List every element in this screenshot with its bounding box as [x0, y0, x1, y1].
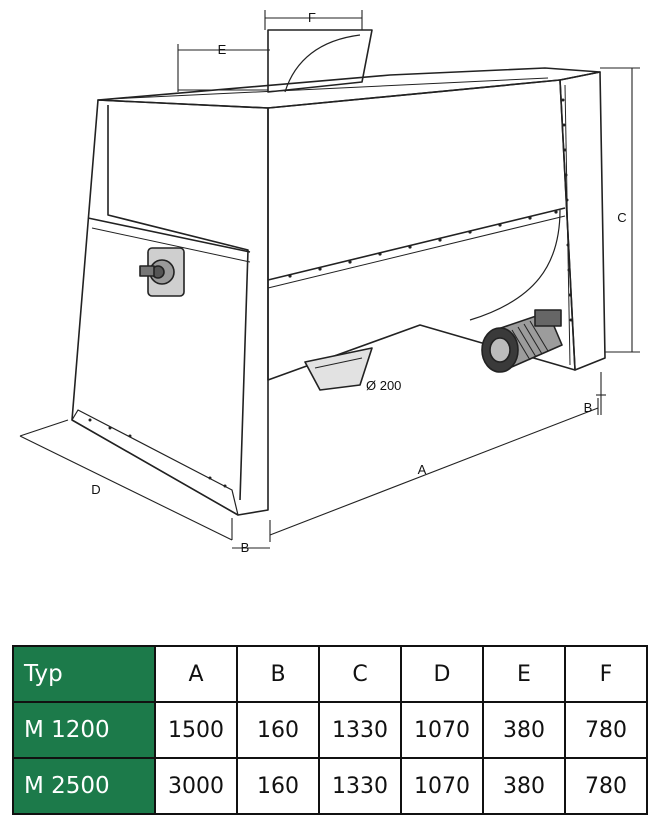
header-cell-d: D: [400, 645, 484, 703]
label-c: C: [617, 210, 626, 225]
table-cell: 1070: [400, 701, 484, 759]
dimension-line-d: [19, 435, 233, 541]
table-cell: 1330: [318, 757, 402, 815]
label-a: A: [418, 462, 427, 477]
table-cell: 3000: [154, 757, 238, 815]
table-cell: 780: [564, 701, 648, 759]
inlet-hopper: [267, 29, 373, 93]
label-e: E: [218, 42, 227, 57]
outlet-spout: [304, 347, 373, 391]
table-header-row: Typ A B C D E F: [12, 645, 648, 703]
table-cell: 160: [236, 701, 320, 759]
mixer-technical-drawing: F E C B A D B Ø 200: [19, 10, 640, 555]
rear-end-panel: [559, 71, 606, 371]
trough-curve: [469, 209, 561, 321]
table-row: M 1200 1500 160 1330 1070 380 780: [12, 701, 648, 759]
row-model-name: M 1200: [12, 701, 156, 759]
table-row: M 2500 3000 160 1330 1070 380 780: [12, 757, 648, 815]
dimension-labels: F E C B A D B Ø 200: [91, 10, 626, 555]
flange-bolts: [88, 98, 573, 488]
row-model-name: M 2500: [12, 757, 156, 815]
table-cell: 160: [236, 757, 320, 815]
label-d: D: [91, 482, 100, 497]
header-cell-typ: Typ: [12, 645, 156, 703]
front-frame-crossbar: [87, 217, 251, 253]
table-cell: 1500: [154, 701, 238, 759]
front-frame-inner-edge: [107, 105, 249, 501]
header-cell-a: A: [154, 645, 238, 703]
label-b-right: B: [584, 400, 593, 415]
header-cell-e: E: [482, 645, 566, 703]
front-end-panel: [71, 99, 269, 516]
table-cell: 780: [564, 757, 648, 815]
table-cell: 1330: [318, 701, 402, 759]
drive-motor: [481, 309, 563, 373]
table-cell: 380: [482, 701, 566, 759]
header-cell-b: B: [236, 645, 320, 703]
table-cell: 1070: [400, 757, 484, 815]
dimensions-table: Typ A B C D E F M 1200 1500 160 1330 107…: [12, 645, 648, 815]
label-outlet-diameter: Ø 200: [366, 378, 401, 393]
table-cell: 380: [482, 757, 566, 815]
header-cell-c: C: [318, 645, 402, 703]
header-cell-f: F: [564, 645, 648, 703]
dimension-line-a: [269, 407, 599, 536]
trough-flange: [267, 207, 566, 281]
label-b-front: B: [241, 540, 250, 555]
label-f: F: [308, 10, 316, 25]
bearing-housing: [139, 247, 185, 297]
front-frame-foot: [71, 409, 239, 516]
